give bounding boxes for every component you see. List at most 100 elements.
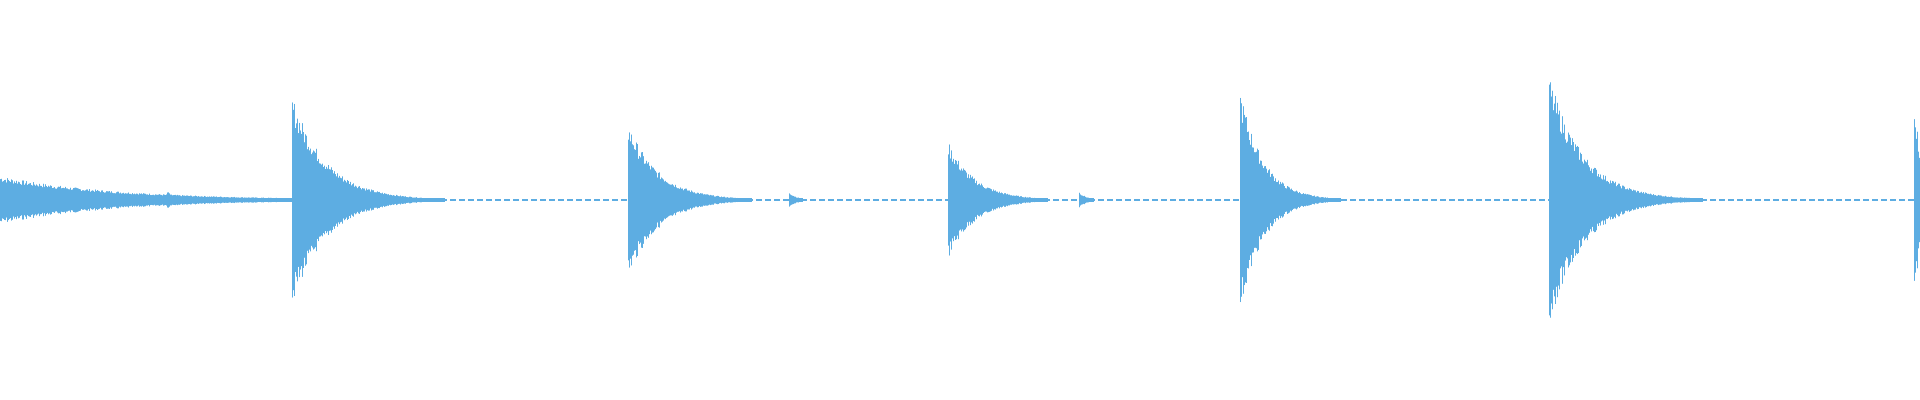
waveform-sample — [1044, 198, 1045, 202]
waveform-sample — [218, 196, 219, 204]
waveform-sample — [790, 194, 791, 206]
waveform-sample — [1581, 154, 1582, 246]
waveform-sample — [1323, 197, 1324, 203]
waveform-sample — [1087, 197, 1088, 203]
waveform-sample — [377, 191, 378, 209]
waveform-sample — [329, 169, 330, 231]
waveform-sample — [792, 195, 793, 205]
waveform-sample — [198, 196, 199, 204]
waveform-sample — [738, 198, 739, 202]
waveform-sample — [102, 190, 103, 210]
waveform-sample — [1091, 198, 1092, 202]
waveform-sample — [299, 122, 300, 278]
waveform-sample — [109, 190, 110, 210]
waveform-sample — [995, 190, 996, 210]
waveform-sample — [1663, 196, 1664, 204]
waveform-sample — [1295, 191, 1296, 209]
waveform-sample — [311, 154, 312, 246]
waveform-sample — [1664, 196, 1665, 204]
waveform-sample — [1085, 196, 1086, 204]
waveform-sample — [747, 198, 748, 202]
waveform-sample — [1305, 193, 1306, 207]
waveform-sample — [271, 197, 272, 203]
waveform-sample — [59, 186, 60, 214]
waveform-sample — [280, 198, 281, 202]
waveform-sample — [1288, 186, 1289, 214]
waveform-sample — [36, 184, 37, 216]
waveform-sample — [8, 179, 9, 221]
waveform-sample — [1248, 131, 1249, 269]
waveform-sample — [1242, 122, 1243, 278]
waveform-sample — [728, 197, 729, 203]
waveform-sample — [1284, 186, 1285, 214]
waveform-sample — [370, 191, 371, 209]
waveform-sample — [1302, 193, 1303, 207]
waveform-sample — [655, 170, 656, 230]
waveform-sample — [681, 188, 682, 212]
waveform-sample — [1282, 182, 1283, 218]
waveform-sample — [725, 197, 726, 203]
waveform-sample — [308, 146, 309, 254]
waveform-sample — [709, 195, 710, 205]
waveform-sample — [396, 194, 397, 206]
waveform-sample — [275, 197, 276, 203]
waveform-sample — [1587, 159, 1588, 241]
waveform-sample — [78, 188, 79, 212]
waveform-sample — [1661, 195, 1662, 205]
waveform-sample — [715, 196, 716, 204]
waveform-sample — [1642, 193, 1643, 207]
waveform-sample — [1561, 133, 1562, 267]
waveform-sample — [261, 197, 262, 203]
waveform-sample — [237, 197, 238, 203]
waveform-sample — [123, 192, 124, 208]
waveform-sample — [1287, 185, 1288, 215]
waveform-sample — [194, 196, 195, 204]
waveform-sample — [750, 198, 751, 202]
waveform-sample — [140, 193, 141, 207]
waveform-sample — [149, 193, 150, 207]
waveform-sample — [1281, 183, 1282, 217]
waveform-sample — [1327, 197, 1328, 203]
waveform-sample — [1614, 183, 1615, 217]
waveform-sample — [1649, 194, 1650, 206]
waveform-sample — [97, 189, 98, 211]
waveform-sample — [355, 185, 356, 215]
waveform-sample — [1032, 197, 1033, 203]
waveform-sample — [633, 145, 634, 255]
waveform-sample — [1256, 151, 1257, 249]
waveform-sample — [1630, 188, 1631, 212]
waveform-sample — [999, 191, 1000, 209]
waveform-sample — [982, 185, 983, 215]
waveform-sample — [710, 194, 711, 206]
waveform-sample — [1584, 159, 1585, 241]
waveform-sample — [798, 197, 799, 203]
waveform-sample — [1618, 183, 1619, 217]
waveform-sample — [676, 187, 677, 213]
waveform-sample — [954, 163, 955, 237]
waveform-sample — [980, 185, 981, 215]
waveform-sample — [1673, 197, 1674, 203]
waveform-sample — [32, 185, 33, 215]
waveform-sample — [1046, 198, 1047, 202]
waveform-sample — [214, 196, 215, 204]
waveform-sample — [675, 184, 676, 216]
waveform-sample — [412, 197, 413, 203]
waveform-sample — [687, 190, 688, 210]
waveform-sample — [1310, 194, 1311, 206]
waveform-sample — [1633, 189, 1634, 211]
waveform-sample — [734, 197, 735, 203]
waveform-sample — [670, 184, 671, 216]
waveform-sample — [166, 194, 167, 206]
waveform-sample — [789, 193, 790, 207]
waveform-sample — [282, 198, 283, 202]
waveform-sample — [714, 196, 715, 204]
waveform-sample — [228, 197, 229, 203]
waveform-sample — [1270, 176, 1271, 224]
waveform-sample — [1031, 197, 1032, 203]
waveform-sample — [644, 163, 645, 237]
waveform-sample — [1700, 198, 1701, 202]
waveform-sample — [679, 188, 680, 212]
waveform-sample — [219, 196, 220, 204]
waveform-sample — [1634, 190, 1635, 210]
waveform-sample — [230, 197, 231, 203]
